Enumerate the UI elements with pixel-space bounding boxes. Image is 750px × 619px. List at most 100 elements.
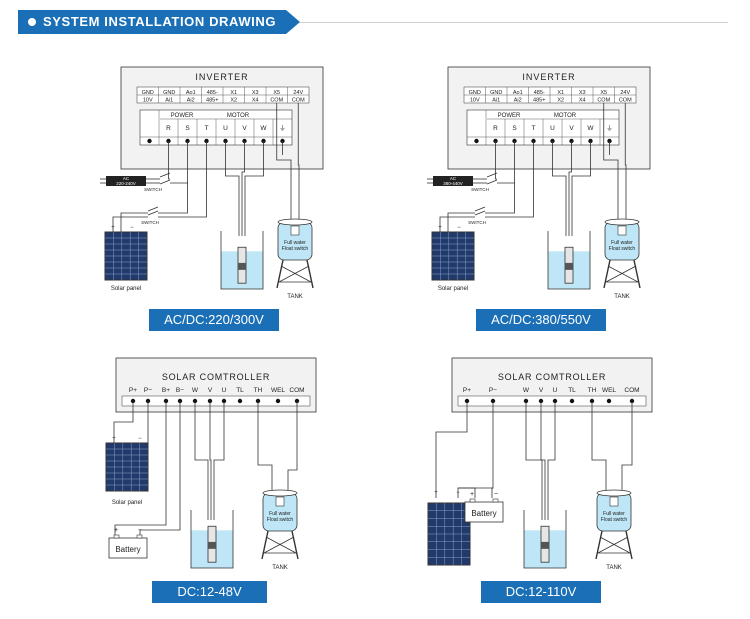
wire-r: [495, 141, 497, 180]
voltage-label-ac-380: AC/DC:380/550V: [476, 309, 606, 331]
solar-minus-label: −: [456, 490, 460, 496]
terminal-label-top: GND: [469, 90, 481, 96]
terminal-label-top: 485-: [534, 90, 545, 96]
well-icon: [220, 231, 264, 290]
float-wire-2: [621, 401, 633, 490]
float-switch-label: Full water: [269, 511, 291, 517]
well-icon: [547, 231, 591, 290]
switch-blade: [159, 179, 171, 185]
tank-brace: [263, 536, 297, 554]
controller-terminal-label: W: [523, 387, 530, 394]
bullet-icon: [28, 18, 36, 26]
terminal-label-bottom: Ai2: [187, 98, 195, 104]
terminal-label-top: X1: [230, 90, 237, 96]
tank-leg: [261, 530, 269, 560]
terminal-dot: [147, 138, 152, 144]
section-title: SYSTEM INSTALLATION DRAWING: [43, 14, 277, 29]
ac-source-icon: [433, 176, 473, 186]
controller-terminal-label: B−: [176, 387, 184, 394]
controller-terminal-label: P−: [144, 387, 152, 394]
switch-blade: [147, 206, 159, 212]
terminal-label-bottom: X4: [252, 98, 259, 104]
terminal-label-top: X3: [579, 90, 586, 96]
tank-label: TANK: [606, 565, 622, 571]
motor-label: MOTOR: [227, 113, 250, 119]
tank-lid: [262, 489, 298, 497]
solar-wire-neg: [112, 216, 148, 232]
controller-terminal-label: U: [222, 387, 227, 394]
inverter-title: INVERTER: [522, 72, 575, 82]
switch-label: SWITCH: [144, 187, 162, 192]
terminal-label-bottom: X2: [230, 98, 237, 104]
well-icon: [523, 510, 567, 569]
float-wire-1: [591, 401, 607, 490]
controller-terminal-label: TL: [236, 387, 244, 394]
terminal-dot: [474, 138, 479, 144]
motor-wire-w: [571, 141, 591, 236]
terminal-label-bottom: X4: [579, 98, 586, 104]
battery-post: [469, 498, 476, 503]
motor-terminal-label: V: [242, 125, 247, 132]
controller-terminal-label: WEL: [271, 387, 285, 394]
controller-terminal-label: W: [192, 387, 199, 394]
solar-panel-label: Solar panel: [112, 500, 142, 506]
float-wire-2: [624, 103, 627, 228]
pump-motor-band: [208, 541, 216, 549]
motor-label: MOTOR: [554, 113, 577, 119]
motor-wire-w: [194, 401, 209, 520]
controller-terminal-label: V: [208, 387, 213, 394]
controller-terminal-strip: [121, 395, 311, 407]
solar-wire-to-s: [485, 183, 515, 214]
tank-brace: [605, 265, 639, 283]
controller-title: SOLAR COMTROLLER: [162, 372, 270, 382]
ac-voltage-label: 220-240V: [116, 181, 136, 186]
terminal-dot: [237, 398, 243, 404]
tank-label: TANK: [287, 294, 303, 300]
motor-terminal-label: R: [166, 125, 171, 132]
switch-label: SWITCH: [141, 220, 159, 225]
terminal-label-bottom: COM: [597, 98, 610, 104]
tank-leg: [306, 259, 314, 289]
terminal-label-bottom: Ai1: [492, 98, 500, 104]
solar-plus-label: +: [434, 490, 438, 496]
tank-lid: [604, 218, 640, 226]
terminal-dot: [275, 398, 281, 404]
battery-label: Battery: [115, 545, 140, 554]
motor-wire-u: [213, 401, 225, 520]
solar-plus-label: +: [438, 225, 442, 231]
solar-wire-pos: [435, 401, 468, 498]
motor-terminal-label: W: [260, 125, 267, 132]
tank-label: TANK: [272, 565, 288, 571]
tank-lid: [596, 489, 632, 497]
battery-post: [492, 498, 499, 503]
terminal-label-bottom: 10V: [143, 98, 153, 104]
switch-label: SWITCH: [471, 187, 489, 192]
solar-minus-label: −: [138, 436, 142, 442]
float-switch-label: Float switch: [282, 246, 309, 252]
solar-panel-label: Solar panel: [438, 286, 468, 292]
tank-brace: [597, 536, 631, 554]
pump-motor-band: [541, 541, 549, 549]
ac-voltage-label: 380-440V: [443, 181, 463, 186]
motor-wire-v: [568, 141, 572, 236]
tank-leg: [633, 259, 641, 289]
controller-terminal-label: U: [553, 387, 558, 394]
solar-panel-label: Solar panel: [111, 286, 141, 292]
terminal-label-top: X5: [600, 90, 607, 96]
battery-plus-label: +: [114, 527, 118, 534]
controller-terminal-label: B+: [162, 387, 170, 394]
terminal-label-top: X3: [252, 90, 259, 96]
motor-wire-v: [209, 401, 212, 520]
tank-leg: [291, 530, 299, 560]
terminal-label-top: X5: [273, 90, 280, 96]
controller-title: SOLAR COMTROLLER: [498, 372, 606, 382]
float-switch-icon: [617, 225, 627, 236]
terminal-label-top: 24V: [293, 90, 303, 96]
float-wire-1: [276, 103, 292, 228]
battery-minus-label: −: [494, 491, 498, 498]
solar-wire-neg: [457, 401, 494, 498]
battery-icon: [108, 537, 148, 559]
battery-wire-neg: [491, 487, 493, 498]
